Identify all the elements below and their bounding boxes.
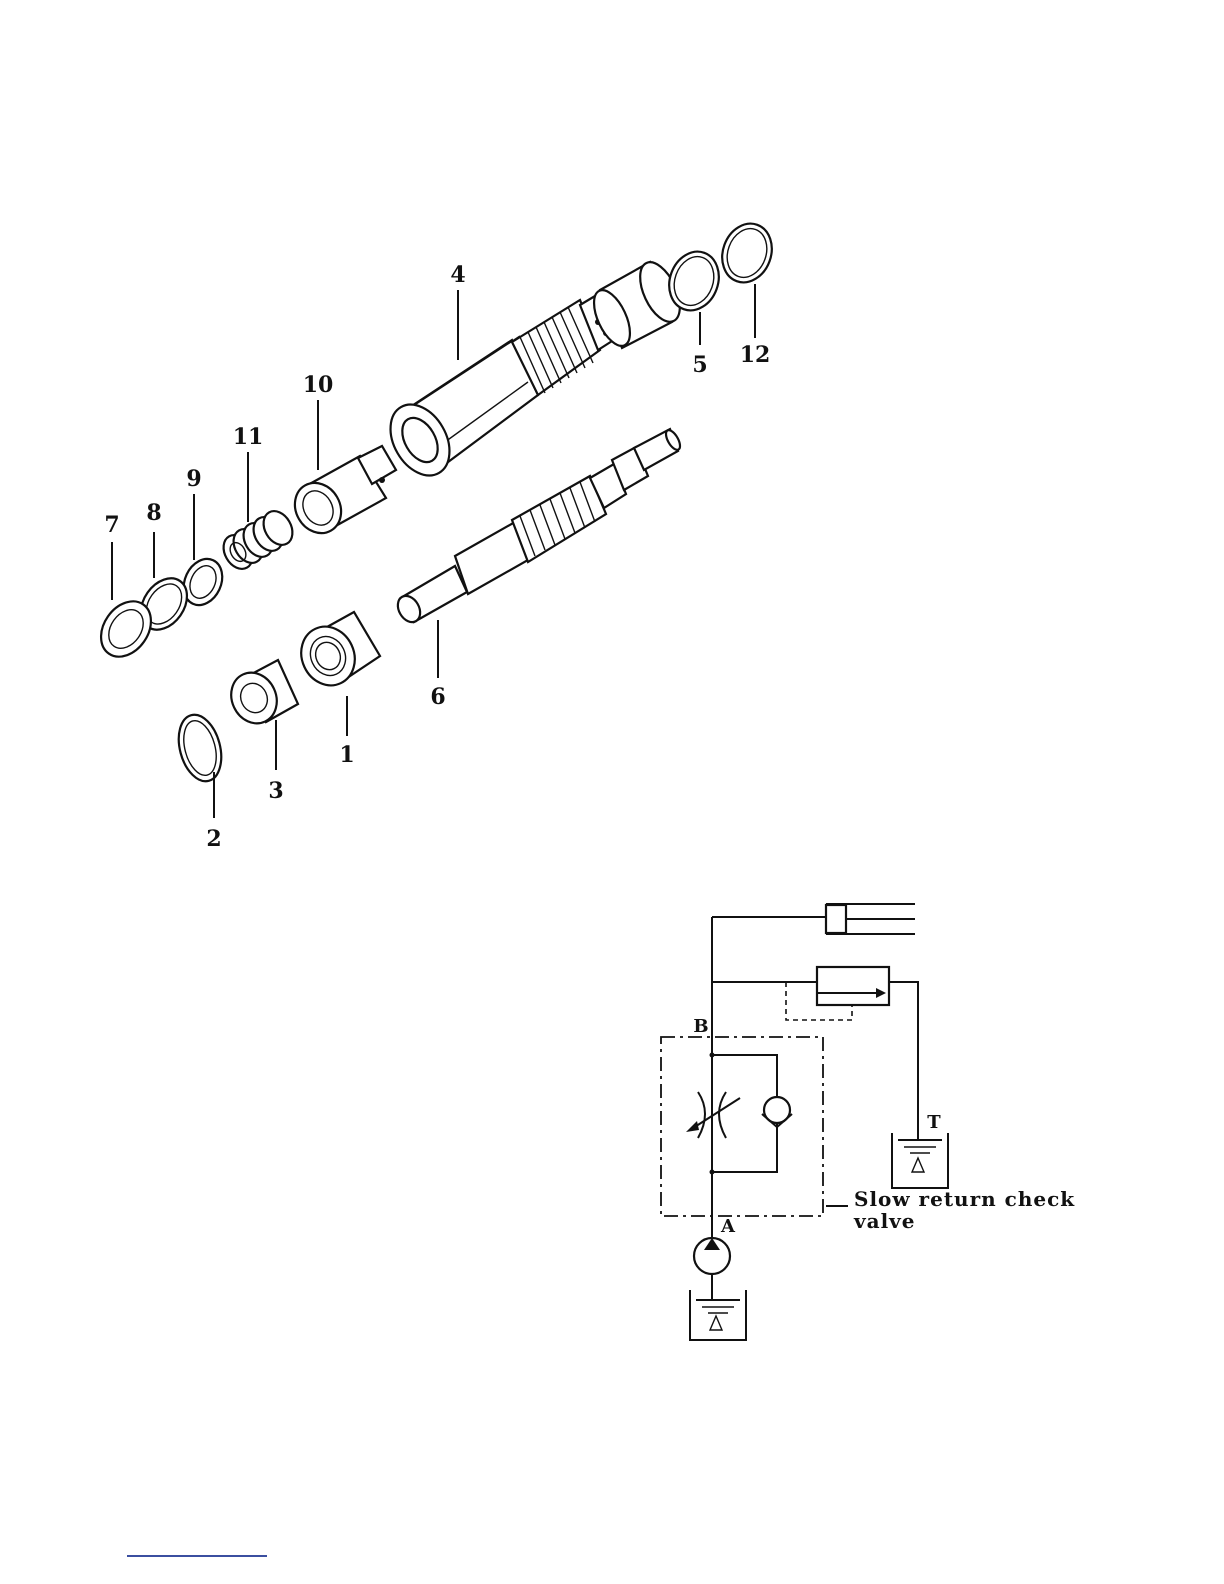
hydraulic-pump	[694, 1238, 730, 1300]
part-label-4: 4	[450, 262, 465, 288]
hydraulic-circuit: T B A Slow return check valve	[661, 904, 1075, 1340]
port-b-label: B	[693, 1016, 708, 1037]
part-1-nut	[292, 612, 380, 694]
relief-valve	[786, 967, 889, 1020]
part-label-8: 8	[146, 500, 161, 526]
part-label-7: 7	[104, 512, 119, 538]
part-label-11: 11	[233, 424, 264, 450]
port-a-label: A	[720, 1216, 736, 1237]
part-label-9: 9	[186, 466, 201, 492]
part-label-1: 1	[339, 742, 354, 768]
slow-return-check-valve	[661, 1037, 823, 1216]
part-label-6: 6	[430, 684, 445, 710]
part-10-poppet	[286, 446, 396, 542]
exploded-view: 4 5 12 10 11 9 8 7 6 1 3 2	[91, 217, 780, 852]
part-label-12: 12	[740, 342, 771, 368]
part-label-2: 2	[206, 826, 221, 852]
part-label-10: 10	[303, 372, 334, 398]
part-11-spring	[218, 506, 299, 574]
part-3-bushing	[223, 660, 298, 731]
supply-tank	[690, 1290, 746, 1340]
tank-t	[892, 1133, 948, 1188]
port-t-label: T	[927, 1112, 941, 1133]
part-label-5: 5	[692, 352, 707, 378]
caption-line-2: valve	[853, 1209, 916, 1233]
part-12-o-ring	[714, 217, 780, 290]
caption-line-1: Slow return check	[854, 1187, 1075, 1211]
part-label-3: 3	[268, 778, 283, 804]
hydraulic-cylinder	[826, 904, 915, 934]
